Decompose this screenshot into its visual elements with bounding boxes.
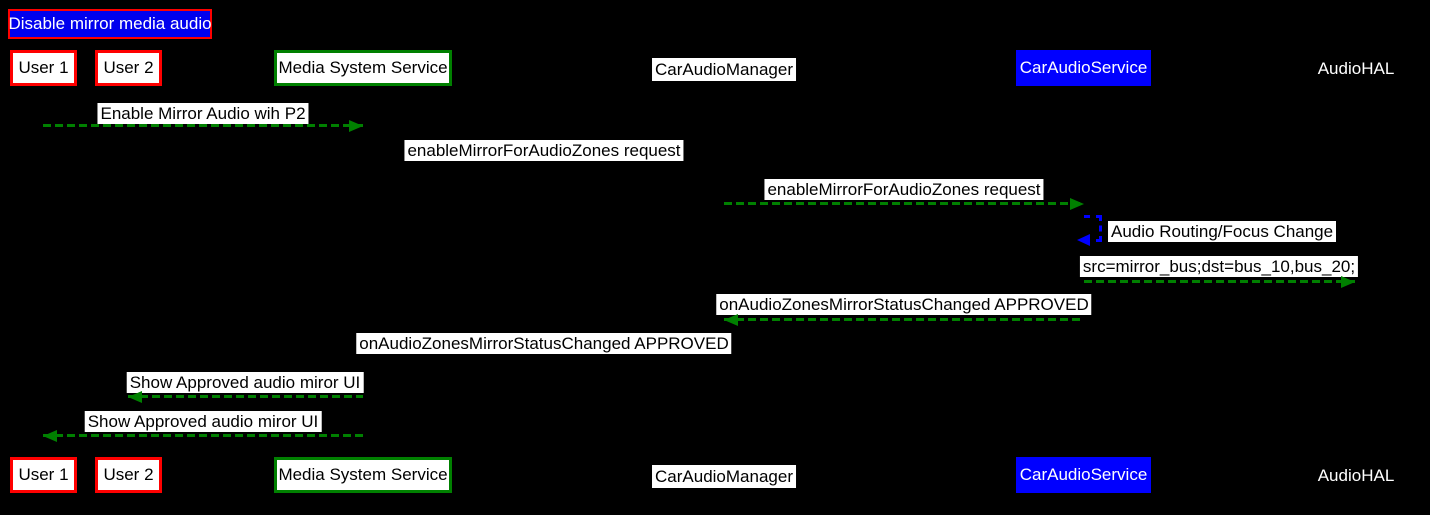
message-arrow-enable-mirror-zones-2 — [724, 202, 1084, 205]
participant-car-audio-manager-top: CarAudioManager — [652, 58, 796, 81]
message-label-show-approved-ui-1: Show Approved audio miror UI — [126, 372, 364, 393]
participant-audio-hal-top: AudioHAL — [1317, 59, 1395, 78]
participant-user-1-bottom: User 1 — [10, 457, 77, 493]
message-label-audio-routing-focus-change: Audio Routing/Focus Change — [1108, 221, 1337, 242]
message-label-enable-mirror-audio: Enable Mirror Audio wih P2 — [97, 103, 309, 124]
message-label-enable-mirror-zones-2: enableMirrorForAudioZones request — [764, 179, 1044, 200]
participant-user-1-top: User 1 — [10, 50, 77, 86]
message-label-show-approved-ui-2: Show Approved audio miror UI — [84, 411, 322, 432]
message-label-enable-mirror-zones-1: enableMirrorForAudioZones request — [404, 140, 684, 161]
arrowhead-right-icon — [1070, 198, 1084, 210]
message-label-src-mirror-bus: src=mirror_bus;dst=bus_10,bus_20; — [1079, 256, 1359, 277]
participant-media-system-service-bottom: Media System Service — [274, 457, 452, 493]
participant-audio-hal-bottom: AudioHAL — [1317, 466, 1395, 485]
message-label-status-changed-approved-1: onAudioZonesMirrorStatusChanged APPROVED — [716, 294, 1092, 315]
arrowhead-left-icon — [1077, 234, 1090, 246]
participant-car-audio-manager-bottom: CarAudioManager — [652, 465, 796, 488]
participant-car-audio-service-top: CarAudioService — [1016, 50, 1151, 86]
participant-user-2-top: User 2 — [95, 50, 162, 86]
arrowhead-right-icon — [1341, 276, 1355, 288]
message-arrow-status-changed-approved-1 — [724, 318, 1084, 321]
message-arrow-show-approved-ui-2 — [43, 434, 363, 437]
arrowhead-left-icon — [128, 391, 142, 403]
participant-car-audio-service-bottom: CarAudioService — [1016, 457, 1151, 493]
message-arrow-src-mirror-bus — [1084, 280, 1355, 283]
arrowhead-left-icon — [724, 314, 738, 326]
message-label-status-changed-approved-2: onAudioZonesMirrorStatusChanged APPROVED — [356, 333, 732, 354]
message-arrow-show-approved-ui-1 — [128, 395, 363, 398]
self-message-loop — [1084, 215, 1102, 242]
diagram-title: Disable mirror media audio — [8, 9, 212, 39]
participant-media-system-service-top: Media System Service — [274, 50, 452, 86]
message-arrow-enable-mirror-audio — [43, 124, 363, 127]
arrowhead-left-icon — [43, 430, 57, 442]
arrowhead-right-icon — [349, 120, 363, 132]
participant-user-2-bottom: User 2 — [95, 457, 162, 493]
